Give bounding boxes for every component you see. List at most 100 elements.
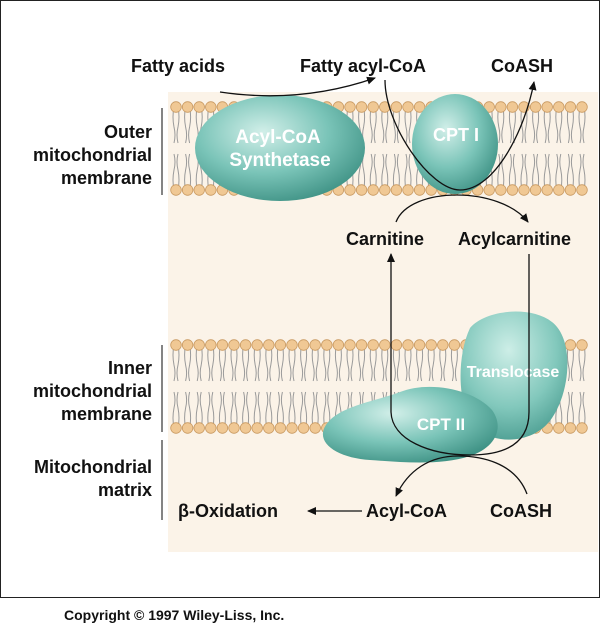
lipid-tail [369, 153, 373, 191]
lipid-tail [547, 106, 551, 144]
lipid-tail [369, 106, 373, 144]
lipid-head [541, 184, 553, 196]
lipid-tail [195, 344, 199, 382]
lipid-tail [172, 106, 176, 144]
lipid-tail [373, 106, 377, 144]
lipid-tail [172, 391, 176, 429]
lipid-head [413, 184, 426, 196]
lipid-tail [566, 391, 570, 429]
lipid-tail [211, 391, 215, 429]
lipid-tail [536, 153, 540, 191]
arrow-cpt2-reaction-bottom [395, 455, 528, 497]
lipid-head [390, 184, 403, 196]
lipid-tail [327, 344, 331, 382]
cpt2-label: CPT II [417, 415, 465, 434]
lipid-tail [578, 153, 582, 191]
translocase-label: Translocase [467, 364, 560, 381]
lipid-tail [582, 106, 586, 144]
lipid-tail [566, 106, 570, 144]
lipid-tail [369, 344, 373, 382]
lipid-head [564, 422, 577, 434]
lipid-head [564, 101, 577, 113]
lipid-head [541, 101, 553, 113]
arrow-cpt1-reaction-top [384, 79, 537, 191]
lipid-tail [304, 344, 308, 382]
lipid-head [181, 184, 194, 196]
lipid-tail [230, 344, 234, 382]
lipid-head [402, 339, 414, 351]
lipid-tail [381, 344, 385, 382]
lipid-tail [408, 106, 412, 144]
lipid-head [251, 339, 263, 351]
lipid-tail [381, 106, 385, 144]
lipid-tail [257, 391, 261, 429]
lipid-head [390, 339, 403, 351]
label-coash-bottom: CoASH [490, 501, 552, 521]
lipid-tail [276, 391, 280, 429]
lipid-tail [450, 344, 454, 382]
lipid-head [251, 422, 263, 434]
lipid-head [170, 339, 182, 351]
lipid-tail [315, 391, 319, 429]
lipid-tail [188, 391, 192, 429]
label-fatty-acids: Fatty acids [131, 56, 225, 76]
lipid-tail [362, 344, 366, 382]
lipid-tail [497, 106, 501, 144]
lipid-tail [346, 344, 350, 382]
lipid-head [379, 339, 391, 351]
lipid-head [228, 339, 240, 351]
lipid-tail [578, 344, 582, 382]
lipid-head [193, 184, 205, 196]
lipid-tail [559, 153, 563, 191]
lipid-tail [439, 344, 443, 382]
lipid-tail [559, 106, 563, 144]
lipid-tail [218, 344, 222, 382]
lipid-head [495, 184, 507, 196]
outer-label-line2: mitochondrial [33, 145, 152, 165]
lipid-tail [373, 344, 377, 382]
lipid-tail [555, 106, 559, 144]
lipid-tail [242, 344, 246, 382]
lipid-tail [234, 344, 238, 382]
lipid-head [576, 184, 588, 196]
lipid-head [506, 101, 519, 113]
lipid-tail [427, 344, 431, 382]
outer-label-line3: membrane [61, 168, 152, 188]
lipid-head [181, 339, 194, 351]
lipid-head [263, 339, 275, 351]
lipid-tail [566, 153, 570, 191]
lipid-tail [188, 106, 192, 144]
lipid-head [564, 339, 577, 351]
lipid-tail [582, 344, 586, 382]
lipid-head [355, 101, 368, 113]
lipid-head [193, 422, 205, 434]
lipid-tail [315, 344, 319, 382]
arrow-fatty-acids-to-acyl-coa [219, 76, 376, 97]
lipid-tail [265, 391, 269, 429]
lipid-tail [304, 391, 308, 429]
lipid-head [529, 184, 542, 196]
arrow-cpt1-to-acylcarnitine [395, 194, 529, 223]
lipid-head [553, 422, 565, 434]
lipid-tail [532, 153, 536, 191]
lipid-tail [280, 344, 284, 382]
lipid-tail [207, 391, 211, 429]
lipid-head [355, 339, 368, 351]
label-beta-oxidation: β-Oxidation [178, 501, 278, 521]
lipid-tail [184, 391, 188, 429]
lipid-head [181, 101, 194, 113]
lipid-head [344, 339, 356, 351]
lipid-head [553, 101, 565, 113]
lipid-tail [265, 344, 269, 382]
lipid-head [193, 339, 205, 351]
lipid-tail [520, 153, 524, 191]
lipid-tail [323, 344, 327, 382]
lipid-head [367, 101, 379, 113]
lipid-tail [334, 344, 338, 382]
lipid-tail [524, 106, 528, 144]
lipid-tail [253, 391, 257, 429]
lipid-tail [207, 344, 211, 382]
label-acyl-coa: Acyl-CoA [366, 501, 447, 521]
lipid-tail [338, 344, 342, 382]
lipid-head [576, 101, 588, 113]
